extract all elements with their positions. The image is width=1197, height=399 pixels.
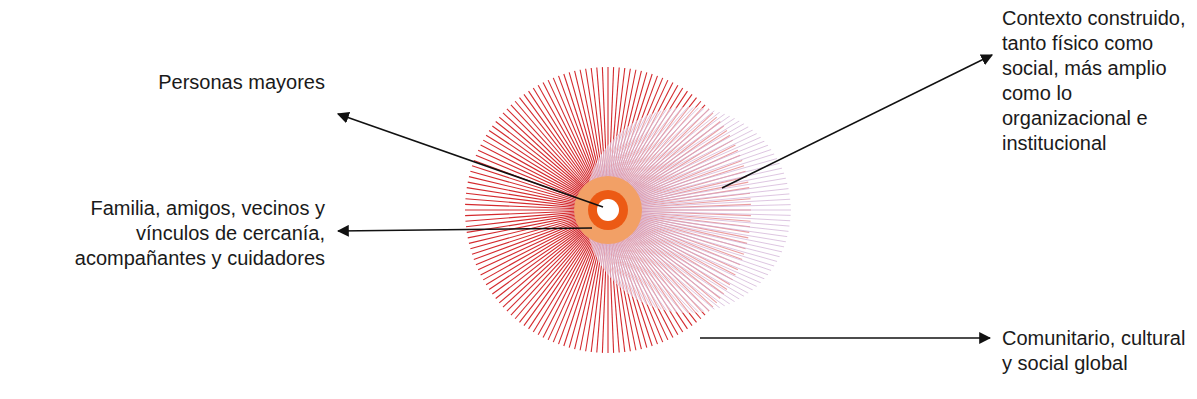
callout-label: Comunitario, cultural y social global [1002,326,1190,376]
callout-label: Familia, amigos, vecinos y vínculos de c… [20,196,325,271]
context-rays [585,107,791,313]
context-disk [585,107,791,313]
callout-label: Contexto construido, tanto físico como s… [1002,6,1190,156]
elder-core [597,199,619,221]
leader-arrow [700,337,990,339]
elder-ring [588,190,628,230]
leader-arrow [338,114,603,207]
leader-arrow [722,55,992,188]
leader-arrow [338,228,592,231]
callout-label: Personas mayores [20,70,325,95]
family-disk [574,176,642,244]
